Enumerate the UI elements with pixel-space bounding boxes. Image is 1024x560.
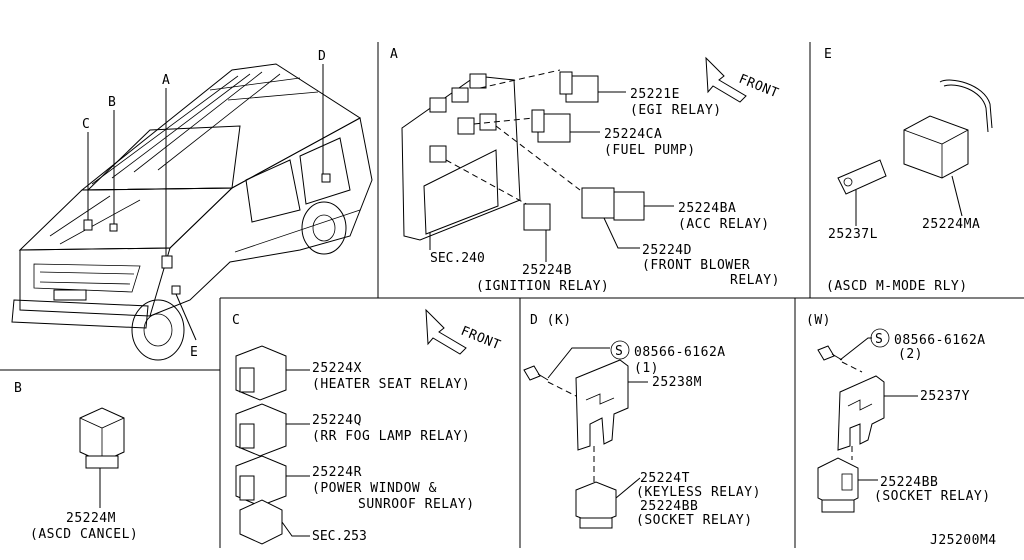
screw-qty-w: (2) [898,347,923,362]
vehicle-pointer-c: C [82,117,90,132]
screw-symbol-w: S [875,332,883,347]
part-number-25224r: 25224R [312,465,362,480]
part-name-heater-seat: (HEATER SEAT RELAY) [312,377,470,392]
front-label-a: FRONT [737,72,781,102]
screw-qty-d: (1) [634,361,659,376]
section-b-drawing [79,407,125,508]
screw-number-w: 08566-6162A [894,333,986,348]
front-arrow-icon [425,308,467,355]
part-name-keyless-relay: (KEYLESS RELAY) [636,485,761,500]
vehicle-pointer-e: E [190,345,198,360]
section-label-b: B [14,381,22,396]
part-number-25224m: 25224M [66,511,116,526]
part-number-25224ba: 25224BA [678,201,736,216]
part-name-fuel-pump: (FUEL PUMP) [604,143,696,158]
vehicle-pointer-b: B [108,95,116,110]
part-number-25224ma: 25224MA [922,217,980,232]
section-label-c: C [232,313,240,328]
part-name-rr-fog: (RR FOG LAMP RELAY) [312,429,470,444]
part-name-egi-relay: (EGI RELAY) [630,103,722,118]
section-a-drawing [401,56,747,262]
section-w-drawing [817,328,918,513]
section-label-a: A [390,47,398,62]
part-number-25224b: 25224B [522,263,572,278]
front-arrow-icon [705,56,747,103]
part-name-ascd-cancel: (ASCD CANCEL) [30,527,138,542]
section-dividers [0,42,1024,548]
part-name-power-window: (POWER WINDOW & [312,481,437,496]
part-name-acc-relay: (ACC RELAY) [678,217,770,232]
sec-253-label: SEC.253 [312,529,367,544]
vehicle-pointer-a: A [162,73,170,88]
part-name-front-blower: (FRONT BLOWER [642,258,750,273]
screw-symbol-d: S [615,344,623,359]
screw-number-d: 08566-6162A [634,345,726,360]
part-number-25224bb-d: 25224BB [640,499,698,514]
part-number-25224ca: 25224CA [604,127,662,142]
part-name-ignition-relay: (IGNITION RELAY) [476,279,609,294]
section-label-d: D (K) [530,313,572,328]
section-d-drawing [523,340,648,529]
part-number-25224q: 25224Q [312,413,362,428]
part-number-25238m: 25238M [652,375,702,390]
vehicle-pointer-d: D [318,49,326,64]
section-e-drawing [837,79,993,226]
sec-240-label: SEC.240 [430,251,485,266]
section-label-w: (W) [806,313,831,328]
screw-icon [523,365,541,381]
part-name-socket-relay-w: (SOCKET RELAY) [874,489,991,504]
part-number-25221e: 25221E [630,87,680,102]
part-name-socket-relay-d: (SOCKET RELAY) [636,513,753,528]
vehicle-illustration [11,63,373,361]
part-number-25224x: 25224X [312,361,362,376]
section-c-drawing [235,308,467,545]
part-name-front-blower-2: RELAY) [730,273,780,288]
part-number-25237y: 25237Y [920,389,970,404]
screw-icon [817,345,835,361]
part-name-ascd-m-mode: (ASCD M-MODE RLY) [826,279,968,294]
part-name-sunroof: SUNROOF RELAY) [358,497,475,512]
part-number-25237l: 25237L [828,227,878,242]
part-number-25224t: 25224T [640,471,690,486]
section-label-e: E [824,47,832,62]
diagram-id: J25200M4 [930,533,997,548]
part-number-25224d: 25224D [642,243,692,258]
part-number-25224bb-w: 25224BB [880,475,938,490]
